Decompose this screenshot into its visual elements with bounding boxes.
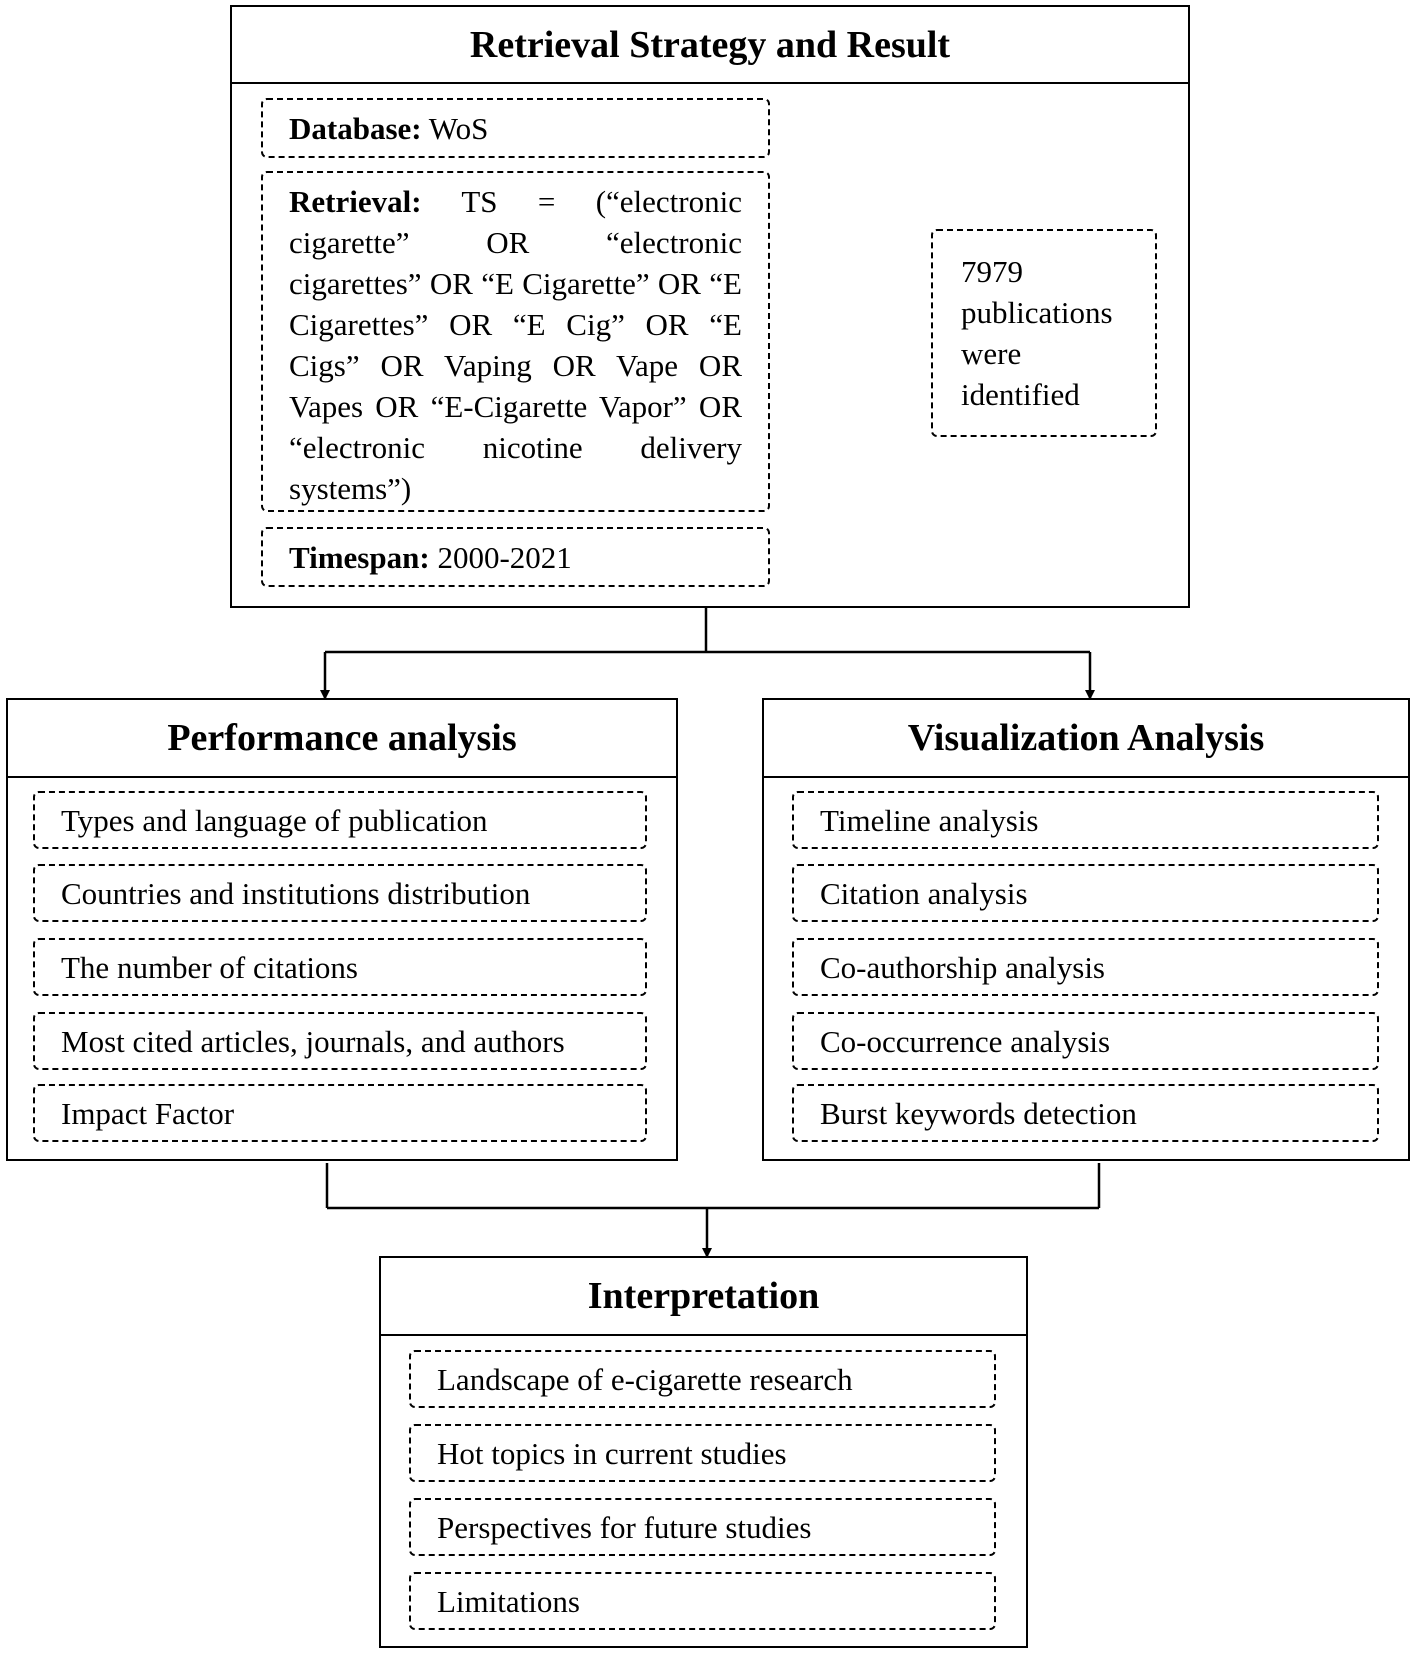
interpretation-item-label: Landscape of e-cigarette research (437, 1361, 853, 1397)
performance-title: Performance analysis (8, 700, 676, 778)
interpretation-item: Perspectives for future studies (409, 1498, 996, 1556)
visualization-title: Visualization Analysis (764, 700, 1408, 778)
visualization-item: Burst keywords detection (792, 1084, 1379, 1142)
visualization-item: Timeline analysis (792, 791, 1379, 849)
visualization-box: Visualization Analysis (762, 698, 1410, 1161)
timespan-value: 2000-2021 (429, 539, 572, 575)
timespan-label: Timespan: (289, 539, 430, 575)
visualization-item-label: Burst keywords detection (820, 1095, 1137, 1131)
interpretation-item-label: Hot topics in current studies (437, 1435, 787, 1471)
visualization-item-label: Citation analysis (820, 875, 1028, 911)
interpretation-item: Landscape of e-cigarette research (409, 1350, 996, 1408)
visualization-item: Co-authorship analysis (792, 938, 1379, 996)
performance-item: Most cited articles, journals, and autho… (33, 1012, 647, 1070)
visualization-item: Co-occurrence analysis (792, 1012, 1379, 1070)
performance-item: Countries and institutions distribution (33, 864, 647, 922)
interpretation-title: Interpretation (381, 1258, 1026, 1336)
result-box: 7979 publications were identified (931, 229, 1157, 437)
interpretation-item-label: Limitations (437, 1583, 580, 1619)
retrieval-value: TS = (“electronic cigarette” OR “electro… (289, 184, 742, 506)
performance-item-label: Types and language of publication (61, 802, 488, 838)
database-box: Database: WoS (261, 98, 770, 158)
performance-item-label: Countries and institutions distribution (61, 875, 531, 911)
interpretation-item-label: Perspectives for future studies (437, 1509, 812, 1545)
result-text: 7979 publications were identified (961, 254, 1113, 412)
retrieval-query-box: Retrieval: TS = (“electronic cigarette” … (261, 171, 770, 512)
visualization-item-label: Co-occurrence analysis (820, 1023, 1111, 1059)
visualization-item-label: Timeline analysis (820, 802, 1039, 838)
performance-item: Types and language of publication (33, 791, 647, 849)
interpretation-item: Limitations (409, 1572, 996, 1630)
interpretation-item: Hot topics in current studies (409, 1424, 996, 1482)
performance-item-label: Most cited articles, journals, and autho… (61, 1023, 565, 1059)
performance-item-label: Impact Factor (61, 1095, 235, 1131)
database-value: WoS (421, 110, 489, 146)
performance-item: The number of citations (33, 938, 647, 996)
retrieval-title: Retrieval Strategy and Result (232, 7, 1188, 84)
performance-item: Impact Factor (33, 1084, 647, 1142)
interpretation-box: Interpretation (379, 1256, 1028, 1648)
visualization-item: Citation analysis (792, 864, 1379, 922)
visualization-item-label: Co-authorship analysis (820, 949, 1105, 985)
retrieval-label: Retrieval: (289, 184, 422, 219)
performance-item-label: The number of citations (61, 949, 358, 985)
retrieval-box: Retrieval Strategy and Result (230, 5, 1190, 608)
performance-box: Performance analysis (6, 698, 678, 1161)
timespan-box: Timespan: 2000-2021 (261, 527, 770, 587)
database-label: Database: (289, 110, 422, 146)
